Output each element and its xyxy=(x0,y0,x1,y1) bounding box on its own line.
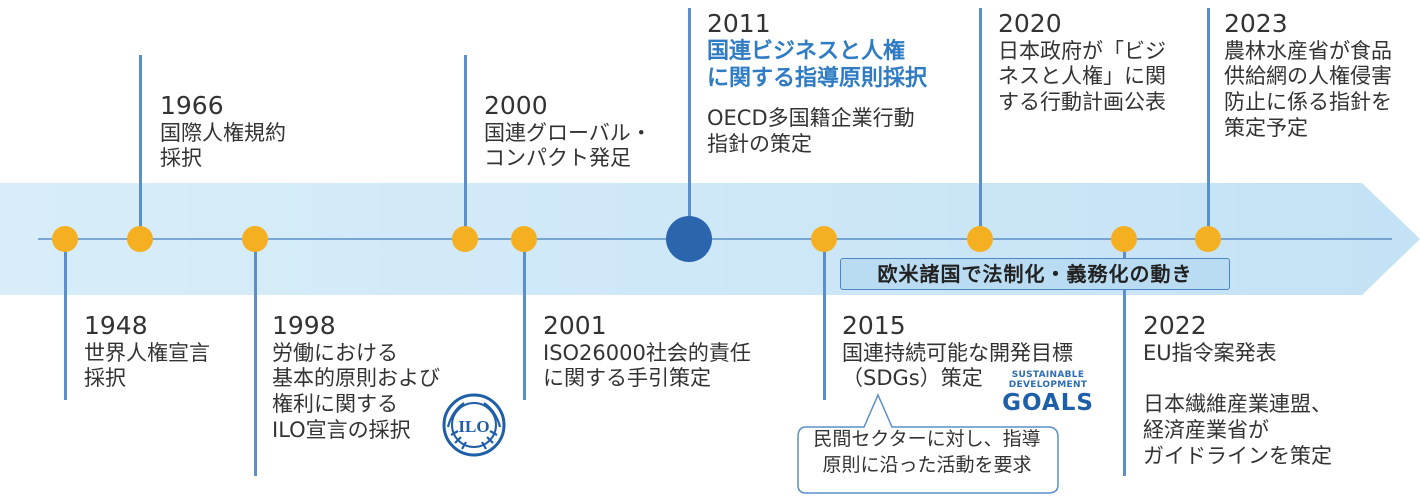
callout-line: 民間セクターに対し、指導 xyxy=(813,428,1041,450)
event-line: に関する手引策定 xyxy=(543,366,711,391)
event-year: 1998 xyxy=(272,311,336,340)
callout-line: 原則に沿った活動を要求 xyxy=(822,453,1032,476)
event-line: OECD多国籍企業行動 xyxy=(707,106,915,131)
event-line: EU指令案発表 xyxy=(1143,340,1277,365)
event-2023: 2023 農林水産省が食品 供給網の人権侵害 防止に係る指針を 策定予定 xyxy=(1224,9,1392,141)
connector-1966 xyxy=(139,55,142,238)
event-line: 防止に係る指針を xyxy=(1224,89,1392,114)
event-2001: 2001 ISO26000社会的責任 に関する手引策定 xyxy=(543,311,751,392)
event-line: （SDGs）策定 xyxy=(842,366,983,391)
event-line: 策定予定 xyxy=(1224,115,1308,140)
event-year: 2001 xyxy=(543,311,607,340)
event-1948: 1948 世界人権宣言 採択 xyxy=(84,311,210,392)
event-year: 2000 xyxy=(484,91,548,120)
connector-2015 xyxy=(823,238,826,400)
event-2011: 2011 国連ビジネスと人権 に関する指導原則採択 OECD多国籍企業行動 指針… xyxy=(707,9,928,158)
connector-1998 xyxy=(254,238,257,476)
connector-2022 xyxy=(1123,238,1126,476)
event-2000: 2000 国連グローバル・ コンパクト発足 xyxy=(484,91,652,172)
event-year: 2022 xyxy=(1143,311,1207,340)
event-line: 労働における xyxy=(272,340,398,365)
event-line: 経済産業省が xyxy=(1143,417,1269,442)
timeline-dot-2022 xyxy=(1111,226,1137,252)
timeline-dot-2015 xyxy=(811,226,837,252)
svg-text:ILO: ILO xyxy=(458,417,489,436)
event-line: 農林水産省が食品 xyxy=(1224,38,1392,63)
event-year: 2011 xyxy=(707,9,771,38)
event-2022: 2022 EU指令案発表 日本繊維産業連盟、 経済産業省が ガイドラインを策定 xyxy=(1143,311,1332,469)
event-line: 国際人権規約 xyxy=(160,120,286,145)
event-year: 2020 xyxy=(998,9,1062,38)
event-line: ネスと人権」に関 xyxy=(998,64,1166,89)
event-year: 1948 xyxy=(84,311,148,340)
event-year: 2015 xyxy=(842,311,906,340)
ilo-logo-icon: ILO xyxy=(442,393,506,461)
connector-2011 xyxy=(688,8,691,238)
timeline-dot-2011 xyxy=(666,216,712,262)
callout-text: 民間セクターに対し、指導 原則に沿った活動を要求 xyxy=(796,427,1058,478)
sdg-logo-line: DEVELOPMENT xyxy=(1008,379,1088,390)
connector-2000 xyxy=(464,55,467,238)
event-2020: 2020 日本政府が「ビジ ネスと人権」に関 する行動計画公表 xyxy=(998,9,1166,116)
timeline-dot-1948 xyxy=(52,226,78,252)
event-highlight-line: に関する指導原則採択 xyxy=(707,65,928,91)
event-2015: 2015 国連持続可能な開発目標 （SDGs）策定 xyxy=(842,311,1073,392)
sdg-logo: SUSTAINABLE DEVELOPMENT GOALS xyxy=(1002,370,1094,416)
connector-1948 xyxy=(64,238,67,400)
connector-2023 xyxy=(1207,8,1210,238)
timeline-dot-2000 xyxy=(452,226,478,252)
event-line: 国連持続可能な開発目標 xyxy=(842,340,1073,365)
event-line: 採択 xyxy=(160,146,202,171)
event-1966: 1966 国際人権規約 採択 xyxy=(160,91,286,172)
connector-2001 xyxy=(523,238,526,400)
event-line: ISO26000社会的責任 xyxy=(543,340,751,365)
sdg-logo-goals: GOALS xyxy=(1002,389,1094,416)
event-line: する行動計画公表 xyxy=(998,89,1166,114)
event-line: 世界人権宣言 xyxy=(84,340,210,365)
sdg-logo-line: SUSTAINABLE xyxy=(1011,370,1085,380)
event-line: コンパクト発足 xyxy=(484,146,631,171)
event-line: 基本的原則および xyxy=(272,366,440,391)
timeline-dot-1966 xyxy=(127,226,153,252)
event-line: 指針の策定 xyxy=(707,132,812,157)
event-year: 1966 xyxy=(160,91,224,120)
timeline-dot-1998 xyxy=(242,226,268,252)
event-line: ILO宣言の採択 xyxy=(272,417,411,442)
timeline-dot-2020 xyxy=(967,226,993,252)
timeline-dot-2001 xyxy=(511,226,537,252)
event-year: 2023 xyxy=(1224,9,1288,38)
event-line: 権利に関する xyxy=(272,391,398,416)
movement-label: 欧米諸国で法制化・義務化の動き xyxy=(840,258,1230,290)
event-line: 日本政府が「ビジ xyxy=(998,38,1166,63)
event-line: 国連グローバル・ xyxy=(484,120,652,145)
spacer xyxy=(1143,366,1332,392)
event-highlight-line: 国連ビジネスと人権 xyxy=(707,38,906,64)
event-line: 日本繊維産業連盟、 xyxy=(1143,392,1332,417)
event-line: 供給網の人権侵害 xyxy=(1224,64,1392,89)
timeline-dot-2023 xyxy=(1195,226,1221,252)
event-1998: 1998 労働における 基本的原則および 権利に関する ILO宣言の採択 xyxy=(272,311,440,443)
callout-bubble xyxy=(796,393,1064,501)
connector-2020 xyxy=(979,8,982,238)
event-line: ガイドラインを策定 xyxy=(1143,443,1332,468)
event-line: 採択 xyxy=(84,366,126,391)
